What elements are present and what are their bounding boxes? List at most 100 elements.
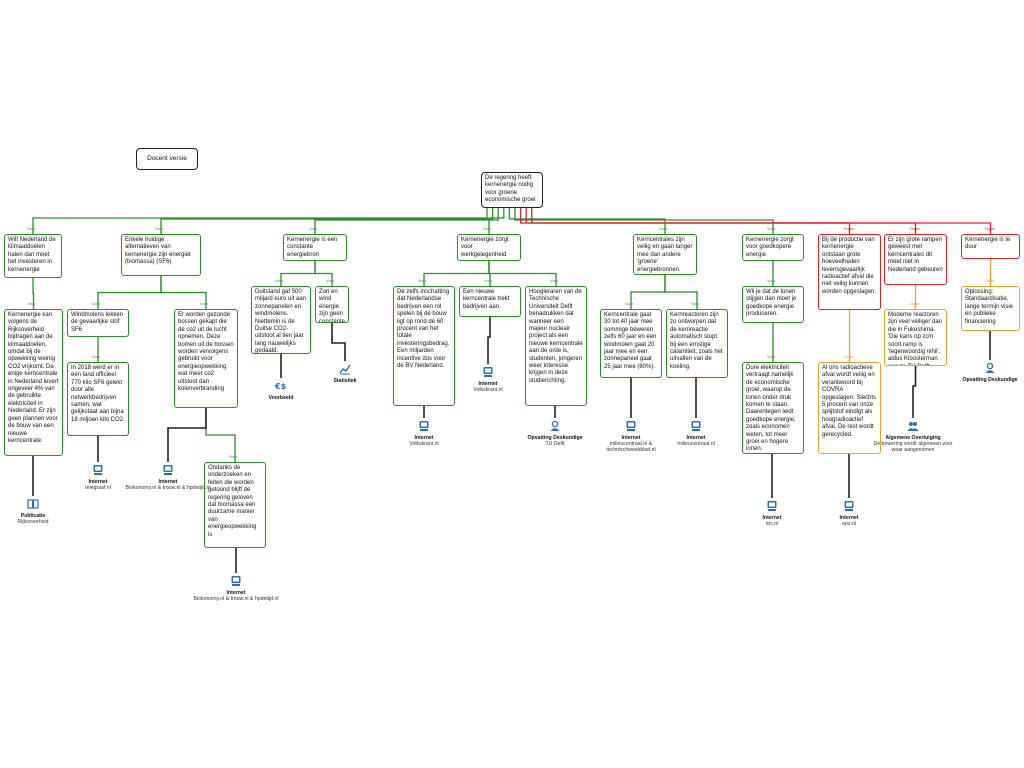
pro-argument-p6a[interactable]: Wil je dat de lonen stijgen dan moet je … bbox=[742, 286, 804, 323]
source-description: Biokonomy.nl & trouw.nl & hpdetijd.nl bbox=[193, 596, 279, 602]
source-type: Internet bbox=[686, 435, 706, 441]
pro-argument-p2b1[interactable]: Ondanks de onderzoeken en feiten die wor… bbox=[204, 462, 266, 548]
pro-argument-p4c[interactable]: Hoogleraren van de Technische Universite… bbox=[525, 286, 587, 406]
source-s_c3r[interactable]: Opvatting Deskundige bbox=[945, 362, 1024, 383]
connector-c1 bbox=[519, 208, 851, 234]
con-argument-c2[interactable]: Er zijn grote rampen geweest met kerncen… bbox=[884, 234, 947, 285]
source-type: Voorbeeld bbox=[268, 395, 294, 401]
computer-icon bbox=[483, 367, 493, 377]
connector-p2b bbox=[160, 276, 207, 309]
connector-p6 bbox=[514, 208, 774, 234]
relation-label-p6: Voor bbox=[767, 226, 776, 231]
relation-label-p6a: Voor bbox=[767, 278, 776, 283]
pro-argument-p6a1[interactable]: Dure elektriciteit vertraagt namelijk de… bbox=[742, 362, 804, 454]
source-description: epz.nl bbox=[842, 521, 856, 527]
source-link-s_p2b bbox=[167, 408, 207, 462]
relation-label-c2r: Ontkr. bbox=[909, 301, 921, 306]
example-icon: €$ bbox=[275, 382, 287, 391]
connector-c3 bbox=[531, 208, 992, 234]
relation-label-p4: Voor bbox=[483, 226, 492, 231]
pro-argument-p2a[interactable]: Windmolens lekken de gevaarlijke stof SF… bbox=[67, 309, 129, 337]
rebuttal-c3r[interactable]: Oplossing: Standaardisatie, lange termij… bbox=[961, 286, 1020, 331]
source-type: Opvatting Deskundige bbox=[527, 435, 583, 441]
relation-label-p3a: Voor bbox=[275, 278, 284, 283]
source-type: Internet bbox=[414, 435, 434, 441]
pro-argument-p4b[interactable]: Een nieuwe kerncentrale trekt bedrijven … bbox=[459, 286, 521, 317]
source-link-s_p3b bbox=[331, 323, 346, 361]
source-type: Algemene Overtuiging bbox=[885, 435, 941, 441]
expert-icon bbox=[550, 420, 560, 431]
relation-label-c2: Tegen bbox=[909, 226, 921, 231]
pro-argument-p2b[interactable]: Er worden gezonde bossen gekapt die de c… bbox=[174, 309, 238, 408]
relation-label-p1: Voor bbox=[27, 226, 36, 231]
relation-label-p4b: Voor bbox=[484, 278, 493, 283]
pro-argument-p3[interactable]: Kernenergie is een constante energiebron bbox=[283, 234, 347, 261]
computer-icon bbox=[844, 501, 854, 511]
pro-argument-p2a1[interactable]: In 2018 werd er in één land officieel 77… bbox=[67, 362, 129, 436]
relation-label-p4a: Voor bbox=[418, 278, 427, 283]
connector-p4c bbox=[488, 261, 557, 286]
connector-p4 bbox=[488, 208, 505, 234]
computer-icon bbox=[419, 421, 429, 431]
pro-argument-p4[interactable]: Kernenergie zorgt voor werkgelegenheid bbox=[457, 234, 521, 261]
rebuttal-c1r[interactable]: Al ons radioactieve afval wordt veilig e… bbox=[818, 362, 881, 454]
source-type: Opvatting Deskundige bbox=[962, 377, 1018, 383]
pro-argument-p3b[interactable]: Zon en wind energie zijn geen constante … bbox=[315, 286, 349, 323]
book-icon bbox=[27, 499, 39, 509]
pro-argument-p6[interactable]: Kernenergie zorgt voor goedkopere energi… bbox=[742, 234, 804, 261]
source-description: Volkskrant.nl bbox=[409, 441, 439, 447]
relation-label-c1r: Ontkr. bbox=[843, 354, 855, 359]
relation-label-p2a: Voor bbox=[92, 301, 101, 306]
computer-icon bbox=[231, 576, 241, 586]
computer-icon bbox=[767, 501, 777, 511]
source-link-s_p4b bbox=[487, 317, 491, 364]
source-description: Rijksoverheid bbox=[17, 519, 49, 525]
computer-icon bbox=[626, 421, 636, 431]
relation-label-p5b: Voor bbox=[691, 301, 700, 306]
pro-argument-p4a[interactable]: De zelfs inschatting dat Nederlandse bed… bbox=[393, 286, 455, 406]
pro-argument-p1a[interactable]: Kernenergie kan volgens de Rijksoverheid… bbox=[4, 309, 63, 456]
pro-argument-p1[interactable]: Wilt Nederland de klimaatdoelen halen da… bbox=[4, 234, 62, 278]
relation-label-p5: Voor bbox=[659, 226, 668, 231]
connector-c2 bbox=[525, 208, 917, 234]
source-type: Internet bbox=[478, 381, 498, 387]
pro-argument-p3a[interactable]: Duitsland gaf 500 miljard euro uit aan z… bbox=[251, 286, 311, 354]
expert-icon bbox=[985, 362, 995, 373]
pro-argument-p5[interactable]: Kerncentrales zijn veilig en gaan langer… bbox=[633, 234, 697, 275]
source-description: De bewering wordt algemeen voor waar aan… bbox=[873, 441, 953, 453]
source-type: Statistiek bbox=[333, 378, 357, 384]
con-argument-c3[interactable]: Kernenergie is te duur bbox=[961, 234, 1020, 259]
main-claim[interactable]: De regering heeft kernenergie nodig voor… bbox=[481, 172, 543, 208]
connector-p2 bbox=[160, 208, 494, 234]
relation-label-p2b: Voor bbox=[200, 301, 209, 306]
rebuttal-c2r[interactable]: Moderne reactoren zijn veel veiliger dan… bbox=[884, 309, 947, 366]
source-s_p3b[interactable]: Statistiek bbox=[300, 363, 390, 384]
pro-argument-p5a[interactable]: Kerncentrale gaat 30 tot 40 jaar mee som… bbox=[600, 309, 662, 378]
relation-label-p3: Voor bbox=[309, 226, 318, 231]
connector-p2a bbox=[97, 276, 162, 309]
teacher-version-label[interactable]: Docent versie bbox=[136, 148, 198, 170]
pro-argument-p2[interactable]: Enkele huidige alternatieven van kernene… bbox=[121, 234, 201, 276]
svg-text:€$: €$ bbox=[275, 382, 287, 391]
source-type: Internet bbox=[88, 479, 108, 485]
source-type: Internet bbox=[621, 435, 641, 441]
relation-label-c3r: Ontkr. bbox=[984, 278, 996, 283]
computer-icon bbox=[93, 465, 103, 475]
con-argument-c1[interactable]: Bij de productie van kernenergie ontstaa… bbox=[818, 234, 881, 310]
pro-argument-p5b[interactable]: Kernreactoren zijn zo ontworpen dat de k… bbox=[666, 309, 728, 378]
connector-p1a bbox=[32, 278, 35, 309]
source-s_p3a[interactable]: €$ Voorbeeld bbox=[236, 380, 326, 401]
